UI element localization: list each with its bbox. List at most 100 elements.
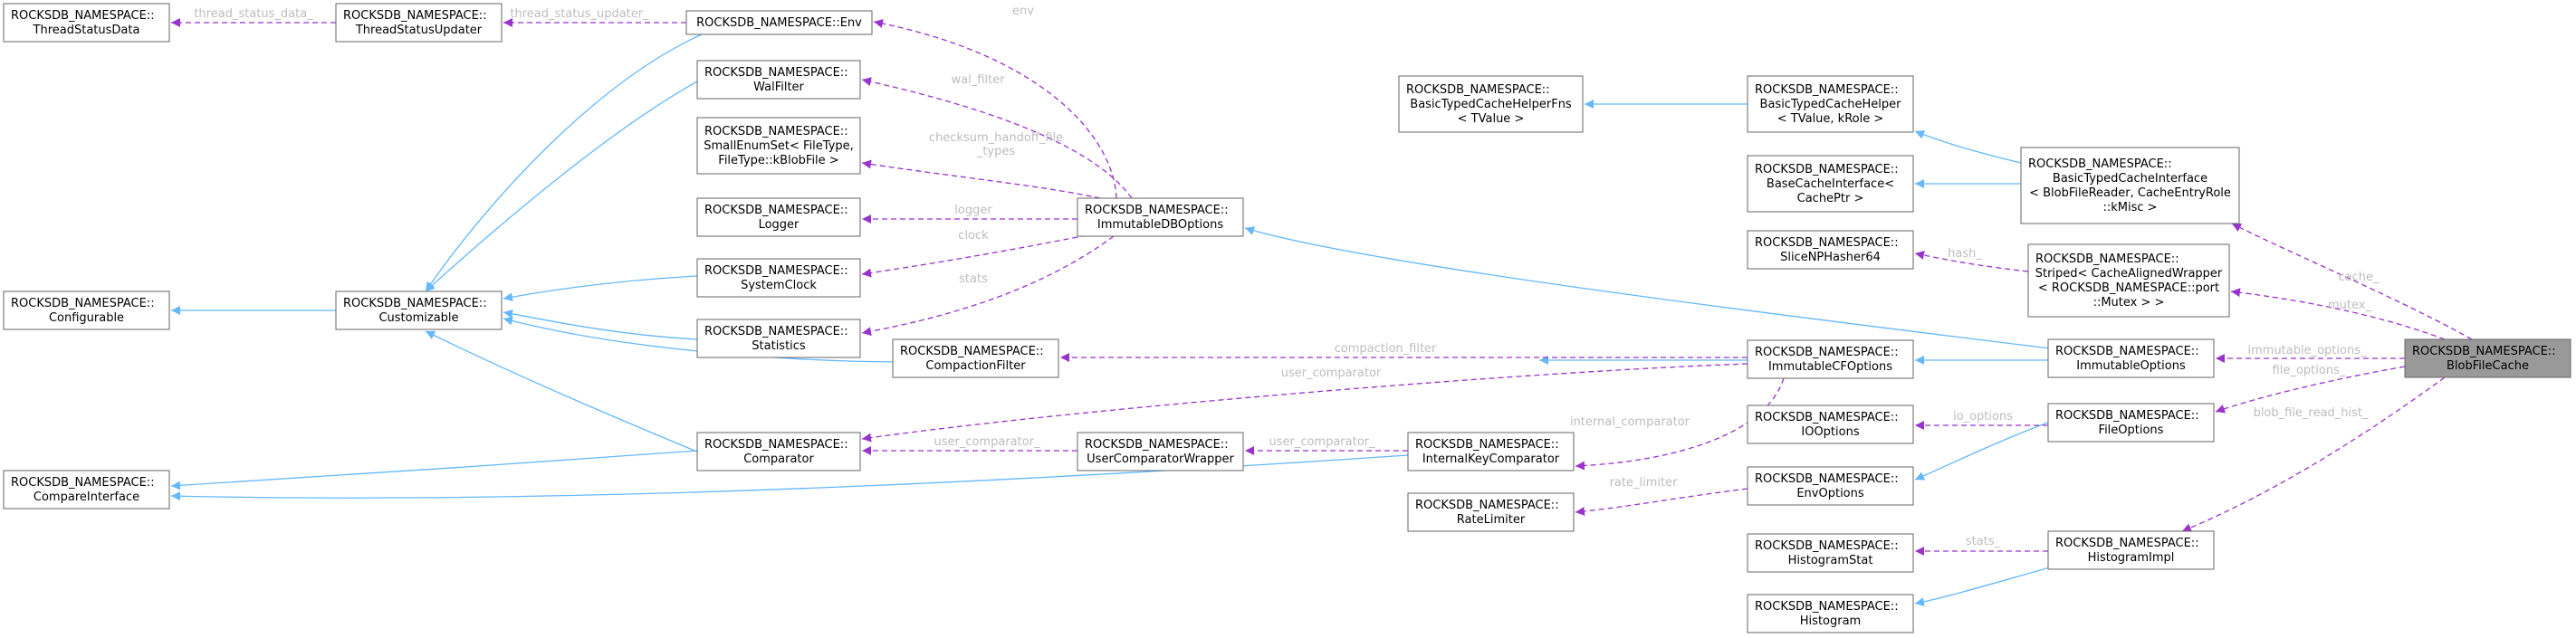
usage-edge: logger bbox=[862, 204, 1077, 224]
edge-line bbox=[170, 450, 698, 490]
node-label-line: < BlobFileReader, CacheEntryRole bbox=[2029, 186, 2231, 200]
class-node-histogram[interactable]: ROCKSDB_NAMESPACE::Histogram bbox=[1747, 594, 1914, 633]
edge-label: user_comparator bbox=[1281, 367, 1382, 380]
class-node-system-clock[interactable]: ROCKSDB_NAMESPACE::SystemClock bbox=[696, 258, 861, 298]
class-node-env-options[interactable]: ROCKSDB_NAMESPACE::EnvOptions bbox=[1747, 466, 1914, 506]
class-node-basic-typed-cache-helper[interactable]: ROCKSDB_NAMESPACE::BasicTypedCacheHelper… bbox=[1747, 75, 1914, 133]
class-node-comparator[interactable]: ROCKSDB_NAMESPACE::Comparator bbox=[696, 432, 861, 471]
class-node-immutable-db-options[interactable]: ROCKSDB_NAMESPACE::ImmutableDBOptions bbox=[1077, 197, 1244, 237]
class-node-thread-status-updater[interactable]: ROCKSDB_NAMESPACE::ThreadStatusUpdater bbox=[335, 3, 503, 43]
node-box bbox=[2027, 243, 2230, 318]
edge-label: rate_limiter bbox=[1610, 476, 1679, 490]
edge-label: hash_ bbox=[1948, 247, 1982, 261]
node-label-line: ROCKSDB_NAMESPACE:: bbox=[1085, 438, 1229, 452]
class-node-configurable[interactable]: ROCKSDB_NAMESPACE::Configurable bbox=[3, 290, 170, 330]
node-box bbox=[696, 117, 861, 175]
node-label-line: ROCKSDB_NAMESPACE:: bbox=[11, 476, 155, 490]
class-node-basic-typed-cache-interface[interactable]: ROCKSDB_NAMESPACE::BasicTypedCacheInterf… bbox=[2020, 147, 2240, 224]
node-label-line: ROCKSDB_NAMESPACE:: bbox=[1755, 472, 1899, 486]
node-label-line: Customizable bbox=[378, 311, 458, 325]
class-node-io-options[interactable]: ROCKSDB_NAMESPACE::IOOptions bbox=[1747, 405, 1914, 444]
node-label-line: EnvOptions bbox=[1796, 487, 1864, 500]
class-node-histogram-stat[interactable]: ROCKSDB_NAMESPACE::HistogramStat bbox=[1747, 533, 1914, 573]
node-label-line: SystemClock bbox=[741, 279, 817, 292]
class-node-compare-interface[interactable]: ROCKSDB_NAMESPACE::CompareInterface bbox=[3, 470, 170, 509]
node-label-line: BasicTypedCacheInterface bbox=[2053, 172, 2207, 186]
edge-line bbox=[503, 275, 698, 302]
class-node-compaction-filter[interactable]: ROCKSDB_NAMESPACE::CompactionFilter bbox=[892, 338, 1059, 378]
class-node-logger[interactable]: ROCKSDB_NAMESPACE::Logger bbox=[696, 197, 861, 237]
edge-label: clock bbox=[958, 229, 989, 243]
node-label-line: UserComparatorWrapper bbox=[1087, 452, 1234, 466]
class-node-striped[interactable]: ROCKSDB_NAMESPACE::Striped< CacheAligned… bbox=[2027, 243, 2230, 318]
node-label-line: ROCKSDB_NAMESPACE:: bbox=[343, 9, 487, 23]
inheritance-edge bbox=[1914, 421, 2051, 481]
class-node-rate-limiter[interactable]: ROCKSDB_NAMESPACE::RateLimiter bbox=[1407, 492, 1575, 532]
node-label-line: ROCKSDB_NAMESPACE:: bbox=[704, 204, 848, 217]
node-label-line: ::kMisc > bbox=[2102, 201, 2157, 214]
node-label-line: ROCKSDB_NAMESPACE:: bbox=[2055, 537, 2199, 550]
class-node-basic-typed-cache-helper-fns[interactable]: ROCKSDB_NAMESPACE::BasicTypedCacheHelper… bbox=[1398, 75, 1584, 133]
class-node-blob-file-cache[interactable]: ROCKSDB_NAMESPACE::BlobFileCache bbox=[2404, 338, 2571, 378]
class-node-base-cache-interface[interactable]: ROCKSDB_NAMESPACE::BaseCacheInterface<Ca… bbox=[1747, 155, 1914, 213]
node-label-line: ROCKSDB_NAMESPACE:: bbox=[343, 297, 487, 310]
usage-edge: user_comparator bbox=[861, 363, 1748, 443]
edge-line bbox=[1914, 421, 2051, 481]
node-box bbox=[2404, 338, 2571, 378]
node-box bbox=[1747, 75, 1914, 133]
usage-edge: blob_file_read_hist_ bbox=[2181, 376, 2446, 532]
node-label-line: ROCKSDB_NAMESPACE:: bbox=[1755, 236, 1899, 250]
class-node-customizable[interactable]: ROCKSDB_NAMESPACE::Customizable bbox=[335, 290, 503, 330]
class-node-immutable-cf-options[interactable]: ROCKSDB_NAMESPACE::ImmutableCFOptions bbox=[1747, 339, 1914, 379]
edge-line bbox=[2231, 223, 2473, 340]
class-node-small-enum-set[interactable]: ROCKSDB_NAMESPACE::SmallEnumSet< FileTyp… bbox=[696, 117, 861, 175]
node-label-line: CompactionFilter bbox=[925, 359, 1026, 373]
node-label-line: ImmutableCFOptions bbox=[1768, 360, 1892, 374]
class-node-env[interactable]: ROCKSDB_NAMESPACE::Env bbox=[685, 10, 873, 35]
node-box bbox=[1077, 197, 1244, 237]
node-box bbox=[335, 3, 503, 43]
class-node-histogram-impl[interactable]: ROCKSDB_NAMESPACE::HistogramImpl bbox=[2047, 530, 2215, 570]
class-node-statistics[interactable]: ROCKSDB_NAMESPACE::Statistics bbox=[696, 319, 861, 358]
class-node-file-options[interactable]: ROCKSDB_NAMESPACE::FileOptions bbox=[2047, 403, 2215, 443]
usage-edge: io_options bbox=[1915, 410, 2048, 430]
edge-line bbox=[1914, 567, 2051, 606]
node-box bbox=[335, 290, 503, 330]
node-label-line: ROCKSDB_NAMESPACE:: bbox=[2035, 252, 2179, 266]
nodes-layer: ROCKSDB_NAMESPACE::ThreadStatusDataROCKS… bbox=[3, 3, 2571, 633]
usage-edge: file_options_ bbox=[2215, 364, 2406, 414]
edge-label: thread_status_updater_ bbox=[510, 7, 649, 21]
node-box bbox=[1407, 432, 1575, 471]
node-label-line: ROCKSDB_NAMESPACE:: bbox=[1406, 83, 1550, 97]
node-box bbox=[1747, 339, 1914, 379]
class-node-slice-np-hasher[interactable]: ROCKSDB_NAMESPACE::SliceNPHasher64 bbox=[1747, 230, 1914, 270]
node-label-line: HistogramStat bbox=[1788, 554, 1873, 567]
usage-edge: wal_filter bbox=[861, 73, 1133, 199]
edge-line bbox=[2230, 288, 2446, 340]
class-node-user-comparator-wrapper[interactable]: ROCKSDB_NAMESPACE::UserComparatorWrapper bbox=[1077, 432, 1244, 471]
node-box bbox=[3, 470, 170, 509]
node-box bbox=[1747, 533, 1914, 573]
node-label-line: SmallEnumSet< FileType, bbox=[704, 139, 854, 153]
class-node-immutable-options[interactable]: ROCKSDB_NAMESPACE::ImmutableOptions bbox=[2047, 338, 2215, 378]
node-label-line: FileOptions bbox=[2099, 424, 2164, 437]
usage-edge: immutable_options_ bbox=[2216, 344, 2405, 363]
node-label-line: ROCKSDB_NAMESPACE:: bbox=[2412, 345, 2556, 358]
node-box bbox=[3, 290, 170, 330]
edge-label: blob_file_read_hist_ bbox=[2254, 406, 2369, 420]
class-node-wal-filter[interactable]: ROCKSDB_NAMESPACE::WalFilter bbox=[696, 60, 861, 100]
edge-label: stats bbox=[959, 272, 988, 286]
node-label-line: CompareInterface bbox=[34, 490, 139, 504]
edge-label: wal_filter bbox=[952, 73, 1006, 87]
class-node-internal-key-comparator[interactable]: ROCKSDB_NAMESPACE::InternalKeyComparator bbox=[1407, 432, 1575, 471]
class-node-thread-status-data[interactable]: ROCKSDB_NAMESPACE::ThreadStatusData bbox=[3, 3, 170, 43]
edge-line bbox=[1244, 226, 2051, 349]
usage-edge: compaction_filter bbox=[1060, 342, 1748, 362]
usage-edge: cache_ bbox=[2231, 223, 2473, 340]
node-box bbox=[1747, 466, 1914, 506]
edge-line bbox=[1914, 130, 2022, 164]
usage-edge: env bbox=[873, 5, 1117, 199]
node-label-line: ROCKSDB_NAMESPACE:: bbox=[1755, 163, 1899, 176]
edge-line bbox=[2215, 366, 2406, 414]
edge-label: user_comparator_ bbox=[1269, 435, 1375, 449]
